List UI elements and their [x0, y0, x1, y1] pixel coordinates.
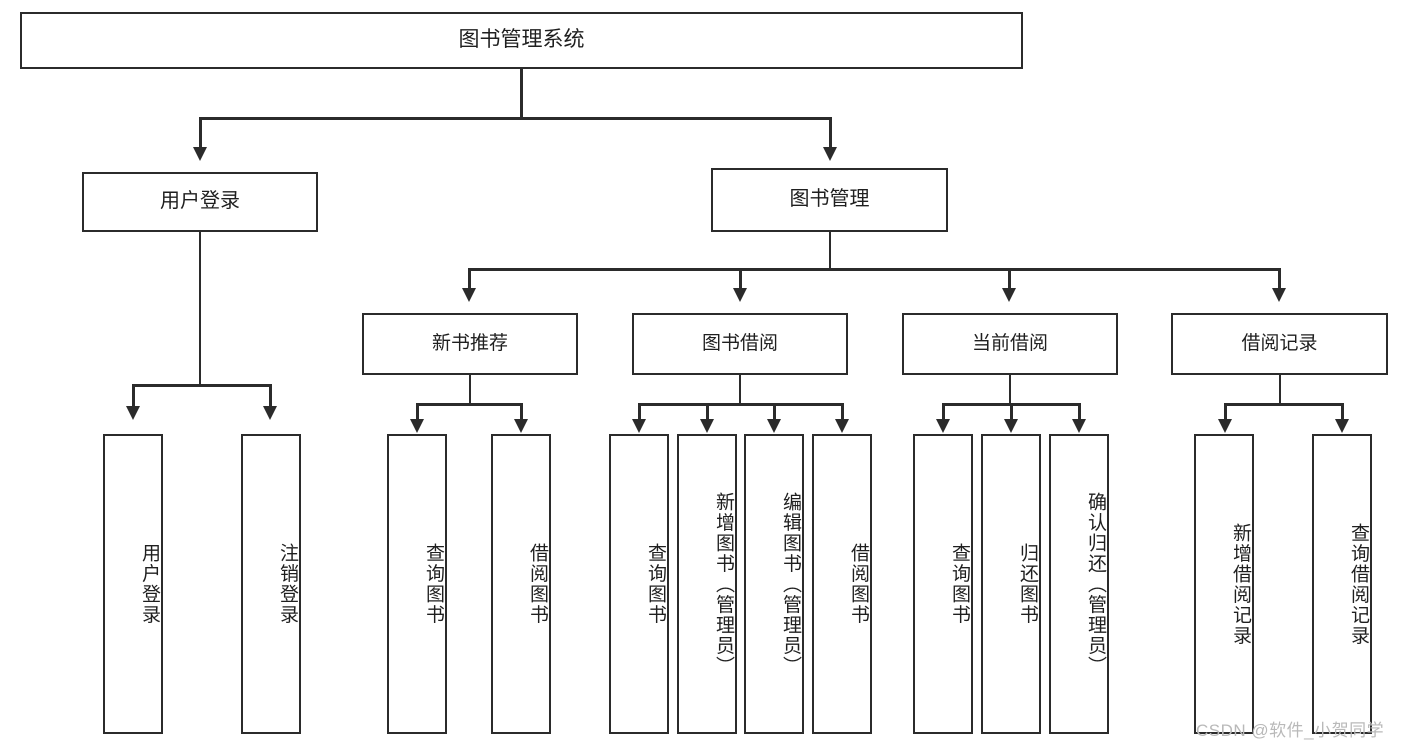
node-label: 借阅图书: [527, 543, 548, 625]
connector-current-borrow-drop-1: [942, 403, 945, 421]
arrow-borrow-record: [1272, 288, 1286, 302]
connector-new-book-bus: [416, 403, 522, 406]
node-root-system[interactable]: 图书管理系统: [20, 12, 1023, 69]
connector-root-to-book-manage: [829, 117, 832, 149]
connector-new-book-drop-1: [416, 403, 419, 421]
connector-user-login-stem: [198, 232, 201, 386]
node-borrow-record[interactable]: 借阅记录: [1171, 313, 1388, 375]
arrow-book-borrow-leaf-4: [835, 419, 849, 433]
csdn-watermark: CSDN @软件_小贺同学: [1196, 721, 1385, 740]
connector-level2-bus: [468, 268, 1280, 271]
arrow-book-borrow-leaf-2: [700, 419, 714, 433]
connector-book-borrow-stem: [738, 375, 741, 405]
node-label: 新增图书（管理员）: [713, 491, 734, 677]
leaf-borrow-record-add[interactable]: 新增借阅记录: [1194, 434, 1254, 734]
connector-drop-current-borrow: [1008, 268, 1011, 290]
arrow-book-borrow: [733, 288, 747, 302]
arrow-current-borrow: [1002, 288, 1016, 302]
arrow-current-borrow-leaf-2: [1004, 419, 1018, 433]
leaf-user-login-logout[interactable]: 注销登录: [241, 434, 301, 734]
leaf-new-book-query[interactable]: 查询图书: [387, 434, 447, 734]
connector-drop-book-borrow: [739, 268, 742, 290]
leaf-book-borrow-edit[interactable]: 编辑图书（管理员）: [744, 434, 804, 734]
connector-borrow-record-drop-1: [1224, 403, 1227, 421]
leaf-current-borrow-confirm-return[interactable]: 确认归还（管理员）: [1049, 434, 1109, 734]
node-label: 新增借阅记录: [1230, 522, 1251, 646]
connector-new-book-drop-2: [520, 403, 523, 421]
connector-book-borrow-drop-3: [773, 403, 776, 421]
node-current-borrow[interactable]: 当前借阅: [902, 313, 1118, 375]
arrow-root-to-book-manage: [823, 147, 837, 161]
connector-borrow-record-stem: [1278, 375, 1281, 405]
node-label: 确认归还（管理员）: [1085, 491, 1106, 677]
node-label: 查询图书: [423, 543, 444, 625]
leaf-current-borrow-query[interactable]: 查询图书: [913, 434, 973, 734]
node-label: 编辑图书（管理员）: [780, 491, 801, 677]
node-book-management[interactable]: 图书管理: [711, 168, 948, 232]
node-label: 注销登录: [277, 543, 298, 625]
node-new-book-recommend[interactable]: 新书推荐: [362, 313, 578, 375]
arrow-user-login-leaf-1: [126, 406, 140, 420]
leaf-borrow-record-query[interactable]: 查询借阅记录: [1312, 434, 1372, 734]
node-label: 图书管理: [789, 188, 870, 211]
connector-root-bus: [199, 117, 831, 120]
arrow-borrow-record-leaf-2: [1335, 419, 1349, 433]
arrow-book-borrow-leaf-3: [767, 419, 781, 433]
node-label: 查询图书: [645, 543, 666, 625]
connector-book-manage-stem: [828, 232, 831, 270]
node-label: 查询借阅记录: [1348, 522, 1369, 646]
arrow-new-book-leaf-1: [410, 419, 424, 433]
node-label: 借阅记录: [1241, 332, 1318, 354]
connector-current-borrow-drop-2: [1010, 403, 1013, 421]
connector-current-borrow-stem: [1008, 375, 1011, 405]
node-label: 查询图书: [949, 543, 970, 625]
arrow-current-borrow-leaf-1: [936, 419, 950, 433]
node-label: 当前借阅: [971, 332, 1048, 354]
connector-user-login-bus: [132, 384, 269, 387]
node-label: 借阅图书: [848, 543, 869, 625]
connector-borrow-record-bus: [1224, 403, 1343, 406]
connector-root-stem: [520, 69, 523, 119]
node-user-login[interactable]: 用户登录: [82, 172, 318, 232]
node-label: 新书推荐: [431, 332, 508, 354]
connector-borrow-record-drop-2: [1341, 403, 1344, 421]
leaf-current-borrow-return[interactable]: 归还图书: [981, 434, 1041, 734]
node-label: 用户登录: [139, 543, 160, 625]
connector-drop-borrow-record: [1278, 268, 1281, 290]
node-label: 用户登录: [160, 190, 240, 213]
connector-new-book-stem: [468, 375, 471, 405]
arrow-root-to-user-login: [193, 147, 207, 161]
node-label: 图书管理系统: [458, 28, 585, 52]
leaf-user-login-login[interactable]: 用户登录: [103, 434, 163, 734]
connector-drop-new-book: [468, 268, 471, 290]
arrow-new-book-leaf-2: [514, 419, 528, 433]
arrow-current-borrow-leaf-3: [1072, 419, 1086, 433]
connector-book-borrow-drop-1: [638, 403, 641, 421]
node-label: 图书借阅: [701, 332, 778, 354]
leaf-new-book-borrow[interactable]: 借阅图书: [491, 434, 551, 734]
arrow-book-borrow-leaf-1: [632, 419, 646, 433]
arrow-new-book-recommend: [462, 288, 476, 302]
node-book-borrow[interactable]: 图书借阅: [632, 313, 848, 375]
connector-user-login-drop-1: [132, 384, 135, 408]
connector-book-borrow-drop-4: [841, 403, 844, 421]
leaf-book-borrow-query[interactable]: 查询图书: [609, 434, 669, 734]
connector-current-borrow-drop-3: [1078, 403, 1081, 421]
connector-root-to-user-login: [199, 117, 202, 149]
connector-user-login-drop-2: [269, 384, 272, 408]
arrow-borrow-record-leaf-1: [1218, 419, 1232, 433]
node-label: 归还图书: [1017, 543, 1038, 625]
connector-book-borrow-drop-2: [706, 403, 709, 421]
leaf-book-borrow-add[interactable]: 新增图书（管理员）: [677, 434, 737, 734]
arrow-user-login-leaf-2: [263, 406, 277, 420]
connector-book-borrow-bus: [638, 403, 843, 406]
leaf-book-borrow-borrow[interactable]: 借阅图书: [812, 434, 872, 734]
